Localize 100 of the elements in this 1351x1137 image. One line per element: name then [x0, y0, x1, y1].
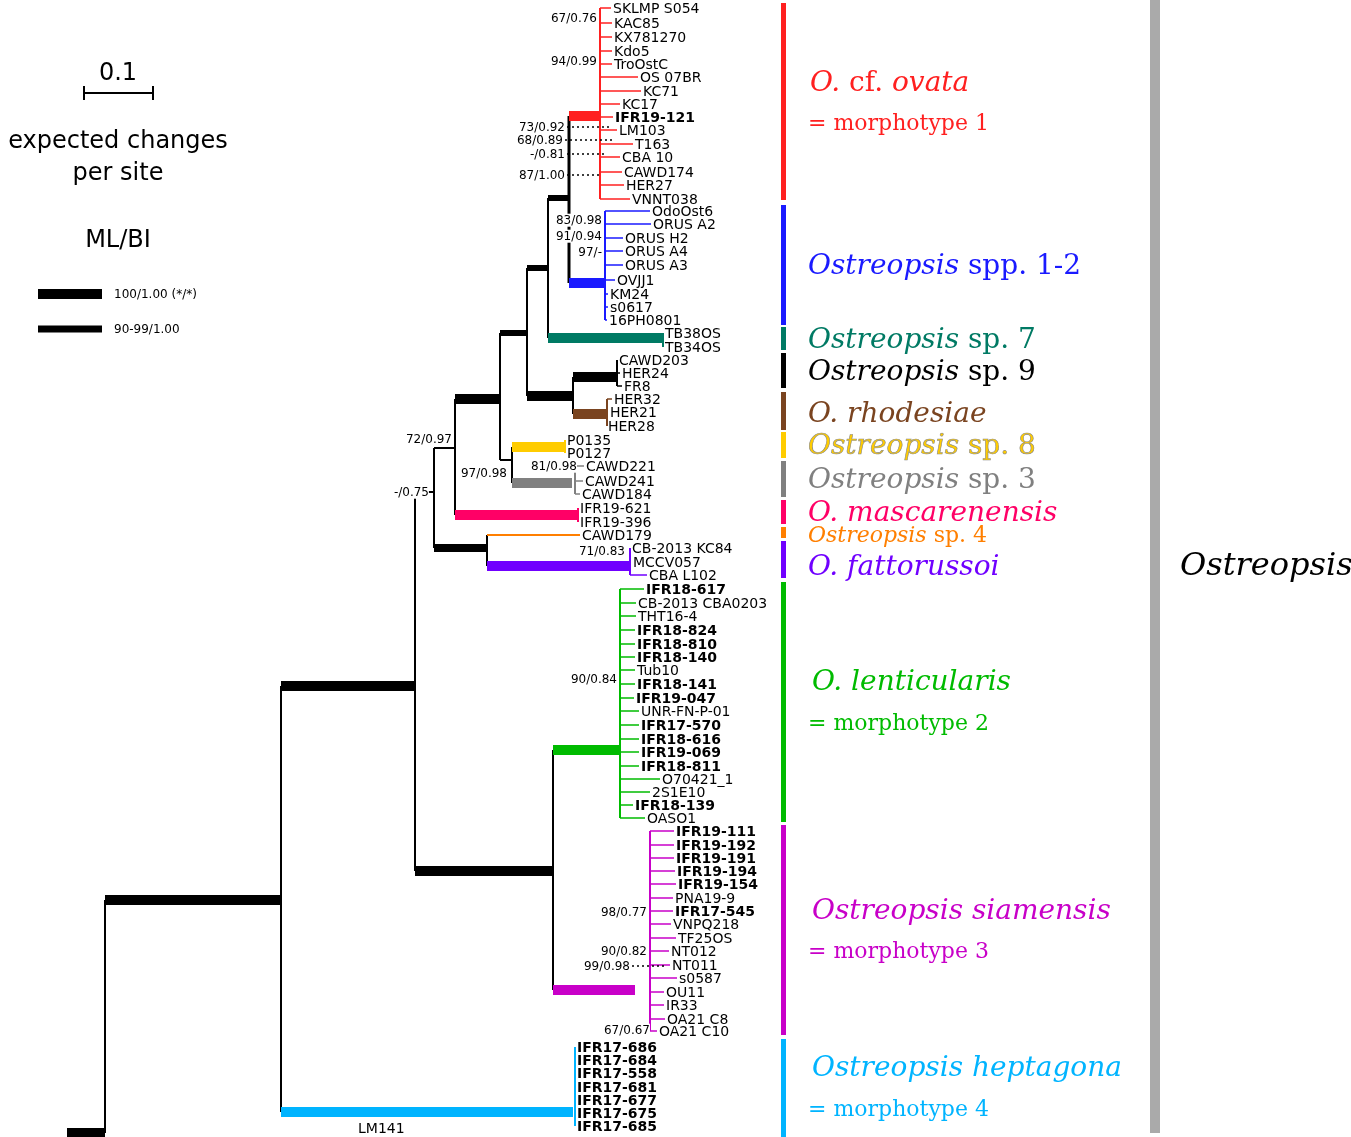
taxon-label: KC71 — [643, 83, 679, 99]
support-value: 72/0.97 — [405, 432, 452, 446]
taxon-label: ORUS A4 — [625, 243, 688, 259]
support-value: 90/0.82 — [600, 944, 647, 958]
taxon-label: Kdo5 — [614, 43, 650, 59]
support-value: -/0.75 — [393, 485, 429, 499]
taxon-label: TF25OS — [678, 930, 733, 946]
taxon-label: IFR19-047 — [636, 690, 717, 706]
taxon-label: KC17 — [622, 96, 658, 112]
taxon-label: FR8 — [624, 378, 651, 394]
taxon-label: OU11 — [666, 984, 706, 1000]
support-value: 87/1.00 — [518, 168, 565, 182]
support-value: 67/0.76 — [550, 11, 597, 25]
taxon-label: SKLMP S054 — [613, 0, 700, 16]
taxon-label: CBA 10 — [622, 149, 674, 165]
taxon-label: s0587 — [679, 970, 722, 986]
support-value: 98/0.77 — [600, 905, 647, 919]
clade-name: Ostreopsis sp. 7 — [808, 324, 1036, 354]
taxon-label: LM141 — [358, 1120, 405, 1136]
taxon-label: IFR19-192 — [676, 837, 757, 853]
support-value: 83/0.98 — [555, 213, 602, 227]
taxon-label: KAC85 — [614, 15, 660, 31]
support-value: 97/- — [578, 245, 602, 259]
taxon-label: IFR19-396 — [580, 514, 652, 530]
legend-text: 90-99/1.00 — [114, 322, 180, 336]
taxon-label: IFR17-686 — [577, 1039, 658, 1055]
taxon-label: IFR17-545 — [675, 903, 756, 919]
taxon-label: HER27 — [626, 177, 673, 193]
clade-name: Ostreopsis heptagona — [812, 1052, 1122, 1082]
taxon-label: OS 07BR — [640, 69, 702, 85]
taxon-label: HER21 — [610, 404, 657, 420]
taxon-label: KM24 — [610, 286, 650, 302]
taxon-label: CAWD179 — [582, 527, 652, 543]
support-value: 68/0.89 — [516, 133, 563, 147]
taxon-label: IFR17-675 — [577, 1105, 658, 1121]
taxon-label: ORUS A3 — [625, 257, 688, 273]
taxon-label: IFR19-121 — [615, 109, 696, 125]
taxon-label: IFR19-069 — [641, 744, 722, 760]
clade-name: O. lenticularis — [812, 666, 1011, 696]
taxon-label: IR33 — [666, 997, 698, 1013]
taxon-label: OASO1 — [647, 810, 697, 826]
clade-name: Ostreopsis sp. 9 — [808, 356, 1036, 386]
support-value: 81/0.98 — [530, 459, 577, 473]
scale-value: 0.1 — [98, 60, 138, 86]
taxon-label: OVJJ1 — [617, 272, 655, 288]
taxon-label: IFR19-191 — [676, 850, 757, 866]
scale-caption: expected changes per site — [7, 124, 229, 188]
clade-name: O. cf. ovata — [810, 67, 970, 97]
morphotype-label: = morphotype 3 — [808, 939, 989, 963]
taxon-label: CB-2013 KC84 — [632, 540, 733, 556]
support-value: 99/0.98 — [583, 959, 630, 973]
morphotype-label: = morphotype 2 — [808, 711, 989, 735]
taxon-label: 16PH0801 — [609, 312, 682, 328]
taxon-label: IFR17-558 — [577, 1065, 658, 1081]
taxon-label: CAWD221 — [586, 458, 656, 474]
support-value: 94/0.99 — [550, 54, 597, 68]
taxon-label: CB-2013 CBA0203 — [638, 595, 768, 611]
taxon-label: KX781270 — [614, 29, 687, 45]
support-value: 97/0.98 — [460, 466, 507, 480]
taxon-label: CAWD203 — [619, 352, 689, 368]
legend-text: 100/1.00 (*/*) — [114, 287, 197, 301]
taxon-label: IFR17-570 — [641, 717, 722, 733]
taxon-label: O70421_1 — [662, 771, 734, 787]
taxon-label: NT011 — [672, 957, 718, 973]
taxon-label: HER32 — [614, 391, 661, 407]
support-value: 71/0.83 — [578, 544, 625, 558]
taxon-label: P0127 — [567, 445, 612, 461]
taxon-label: Tub10 — [637, 662, 679, 678]
taxon-label: s0617 — [610, 299, 653, 315]
morphotype-label: = morphotype 4 — [808, 1097, 989, 1121]
clade-name: Ostreopsis sp. 3 — [808, 464, 1036, 494]
clade-name: Ostreopsis sp. 4 — [808, 523, 987, 547]
taxon-label: IFR18-811 — [641, 758, 722, 774]
taxon-label: T163 — [635, 136, 671, 152]
taxon-label: CAWD174 — [624, 164, 694, 180]
taxon-label: IFR19-154 — [678, 876, 759, 892]
support-key-title: ML/BI — [85, 227, 151, 253]
taxon-label: IFR17-684 — [577, 1052, 658, 1068]
clade-name: O. fattorussoi — [808, 551, 1000, 581]
taxon-label: NT012 — [671, 943, 717, 959]
taxon-label: TB38OS — [665, 325, 721, 341]
taxon-label: IFR18-810 — [637, 636, 718, 652]
taxon-label: VNPQ218 — [673, 916, 740, 932]
taxon-label: IFR18-141 — [637, 676, 718, 692]
taxon-label: IFR17-677 — [577, 1092, 658, 1108]
taxon-label: IFR18-617 — [646, 581, 727, 597]
taxon-label: IFR19-621 — [580, 500, 652, 516]
taxon-label: LM103 — [619, 122, 666, 138]
morphotype-label: = morphotype 1 — [808, 111, 989, 135]
taxon-label: MCCV057 — [633, 554, 701, 570]
taxon-label: OdoOst6 — [652, 203, 714, 219]
taxon-label: CBA L102 — [649, 567, 717, 583]
taxon-label: UNR-FN-P-01 — [641, 703, 731, 719]
taxon-label: P0135 — [567, 432, 612, 448]
taxon-label: CAWD184 — [582, 486, 652, 502]
taxon-label: PNA19-9 — [675, 890, 736, 906]
taxon-label: IFR18-140 — [637, 649, 718, 665]
support-value: 73/0.92 — [518, 120, 565, 134]
taxon-label: TB34OS — [665, 339, 721, 355]
taxon-label: THT16-4 — [638, 608, 698, 624]
